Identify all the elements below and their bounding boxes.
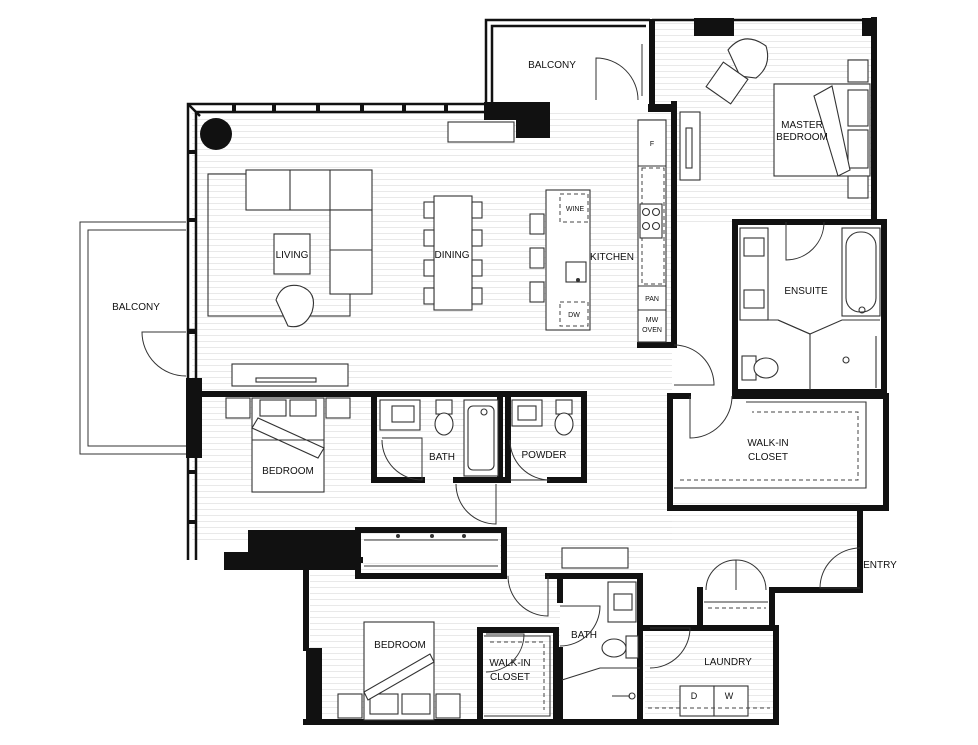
balcony-left-label: BALCONY	[112, 302, 160, 313]
walls	[186, 17, 889, 725]
master-bedroom-label-line1: MASTER	[781, 120, 823, 131]
laundry-label: LAUNDRY	[704, 657, 752, 668]
ensuite-label: ENSUITE	[784, 286, 828, 297]
dishwasher-label: DW	[568, 312, 580, 319]
master-walkin-shelving	[674, 401, 867, 489]
entry-label: ENTRY	[863, 560, 897, 571]
dining-label: DINING	[435, 250, 470, 261]
fridge-label: F	[650, 141, 654, 148]
wine-label: WINE	[566, 206, 585, 213]
bedroom-1-label: BEDROOM	[262, 466, 314, 477]
bath-2-fixtures	[561, 581, 640, 700]
oven-label: OVEN	[642, 327, 662, 334]
pantry-label: PAN	[645, 296, 659, 303]
fixture-labels: F WINE DW PAN MW OVEN D W	[566, 141, 734, 701]
balcony-top-label: BALCONY	[528, 60, 576, 71]
laundry-fixtures	[648, 601, 770, 717]
room-labels: BALCONY BALCONY MASTER BEDROOM ENSUITE W…	[112, 60, 897, 683]
master-bedroom-label-line2: BEDROOM	[776, 132, 828, 143]
dryer-label: D	[691, 691, 698, 701]
bedroom-1-furniture	[225, 397, 351, 493]
kitchen-fixtures	[529, 119, 667, 343]
washer-label: W	[725, 691, 734, 701]
powder-label: POWDER	[522, 450, 567, 461]
master-bedroom-furniture	[679, 38, 871, 199]
living-furniture	[200, 118, 515, 387]
window-mullions	[187, 103, 448, 524]
left-balcony	[79, 221, 186, 455]
bath-2-label: BATH	[571, 630, 597, 641]
master-closet-label-line1: WALK-IN	[747, 438, 788, 449]
powder-fixtures	[511, 399, 574, 436]
ensuite-fixtures	[739, 227, 881, 390]
mw-label: MW	[646, 317, 659, 324]
bedroom-2-label: BEDROOM	[374, 640, 426, 651]
bedroom-1-closet	[364, 534, 629, 569]
kitchen-label: KITCHEN	[590, 252, 634, 263]
bedroom-2-furniture	[337, 621, 551, 721]
bath-1-label: BATH	[429, 452, 455, 463]
bath-1-fixtures	[379, 399, 499, 477]
living-label: LIVING	[276, 250, 309, 261]
dining-set	[423, 195, 483, 311]
bedroom-2-closet-label-line1: WALK-IN	[489, 658, 530, 669]
bedroom-2-closet-label-line2: CLOSET	[490, 672, 530, 683]
master-closet-label-line2: CLOSET	[748, 452, 788, 463]
